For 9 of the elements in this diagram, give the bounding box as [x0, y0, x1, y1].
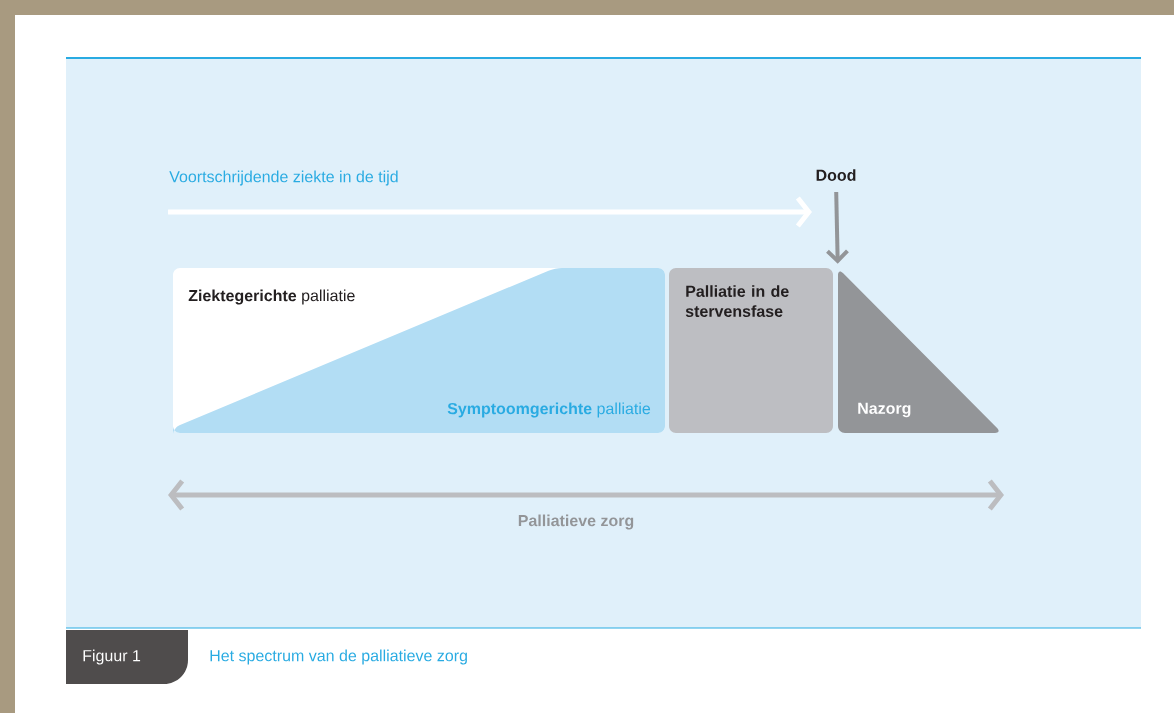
arrow — [826, 192, 849, 264]
stage-box: Ziektegerichte palliatie Symptoomgerichte palliatie — [173, 268, 665, 435]
caption-tab: Figuur 1 — [66, 630, 188, 684]
axis-label: Voortschrijdende ziekte in de tijd — [169, 170, 398, 186]
stage-triangle: Nazorg — [838, 271, 999, 433]
caption: Het spectrum van de palliatieve zorg — [210, 649, 467, 665]
axis-label: Palliatieve zorg — [518, 514, 634, 530]
stage-box: Palliatie in de stervensfase — [669, 268, 833, 433]
event-label: Dood — [816, 169, 856, 181]
